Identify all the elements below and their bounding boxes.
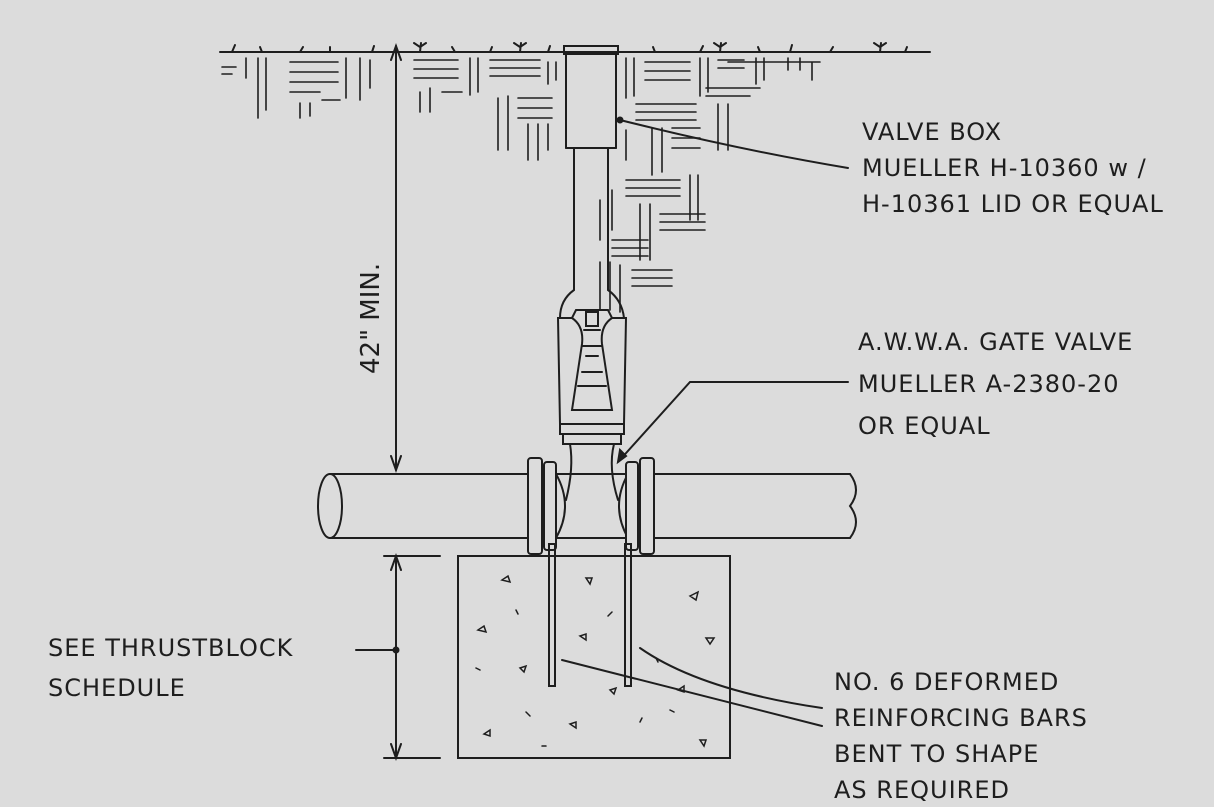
pipe-flanges: [527, 457, 655, 555]
ground-surface: [219, 42, 931, 53]
rebar-line-3: BENT TO SHAPE: [834, 740, 1040, 768]
valve-box-line-3: H-10361 LID OR EQUAL: [862, 190, 1164, 218]
water-main-pipe: [317, 473, 857, 539]
gate-valve-line-2: MUELLER A-2380-20: [858, 370, 1120, 398]
reinforcing-bars: [548, 543, 632, 687]
leader-lines: [355, 116, 849, 727]
gate-valve-line-3: OR EQUAL: [858, 412, 991, 440]
thrustblock-dimension: [383, 553, 441, 761]
valve-box-line-1: VALVE BOX: [862, 118, 1003, 146]
thrust-block: [457, 555, 731, 759]
valve-box-line-2: MUELLER H-10360 w /: [862, 154, 1147, 182]
gate-valve-line-1: A.W.W.A. GATE VALVE: [858, 328, 1134, 356]
soil-hatching: [221, 57, 821, 313]
valve-box: [559, 45, 625, 319]
rebar-line-1: NO. 6 DEFORMED: [834, 668, 1060, 696]
cover-depth-label: 42" MIN.: [356, 262, 386, 374]
gate-valve: [556, 309, 628, 501]
rebar-line-4: AS REQUIRED: [834, 776, 1010, 804]
rebar-line-2: REINFORCING BARS: [834, 704, 1088, 732]
thrustblock-line-1: SEE THRUSTBLOCK: [48, 634, 294, 662]
thrustblock-line-2: SCHEDULE: [48, 674, 186, 702]
cover-depth-dimension: [390, 43, 402, 473]
